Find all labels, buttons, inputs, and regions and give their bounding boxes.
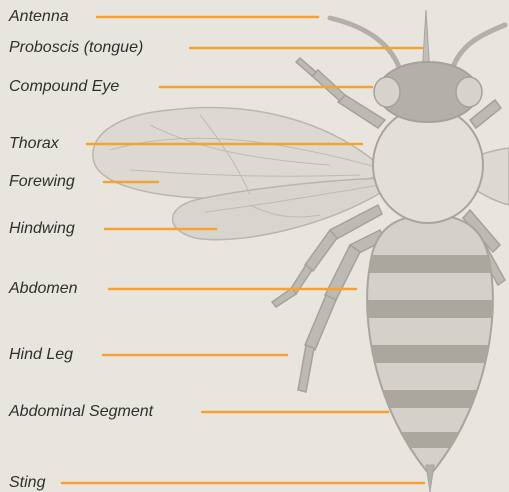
label-sting: Sting bbox=[9, 474, 45, 492]
sting bbox=[426, 465, 434, 492]
left-compound-eye bbox=[374, 77, 400, 107]
abdomen bbox=[350, 215, 509, 475]
label-forewing: Forewing bbox=[9, 173, 75, 191]
right-compound-eye bbox=[456, 77, 482, 107]
thorax bbox=[373, 107, 483, 223]
left-antenna bbox=[330, 18, 400, 70]
label-abdomen: Abdomen bbox=[9, 280, 78, 298]
right-antenna bbox=[452, 25, 505, 70]
label-thorax: Thorax bbox=[9, 135, 59, 153]
label-antenna: Antenna bbox=[9, 8, 69, 26]
label-compound-eye: Compound Eye bbox=[9, 78, 119, 96]
label-hind-leg: Hind Leg bbox=[9, 346, 73, 364]
label-proboscis: Proboscis (tongue) bbox=[9, 39, 143, 57]
label-hindwing: Hindwing bbox=[9, 220, 75, 238]
label-abdominal-segment: Abdominal Segment bbox=[9, 403, 153, 421]
